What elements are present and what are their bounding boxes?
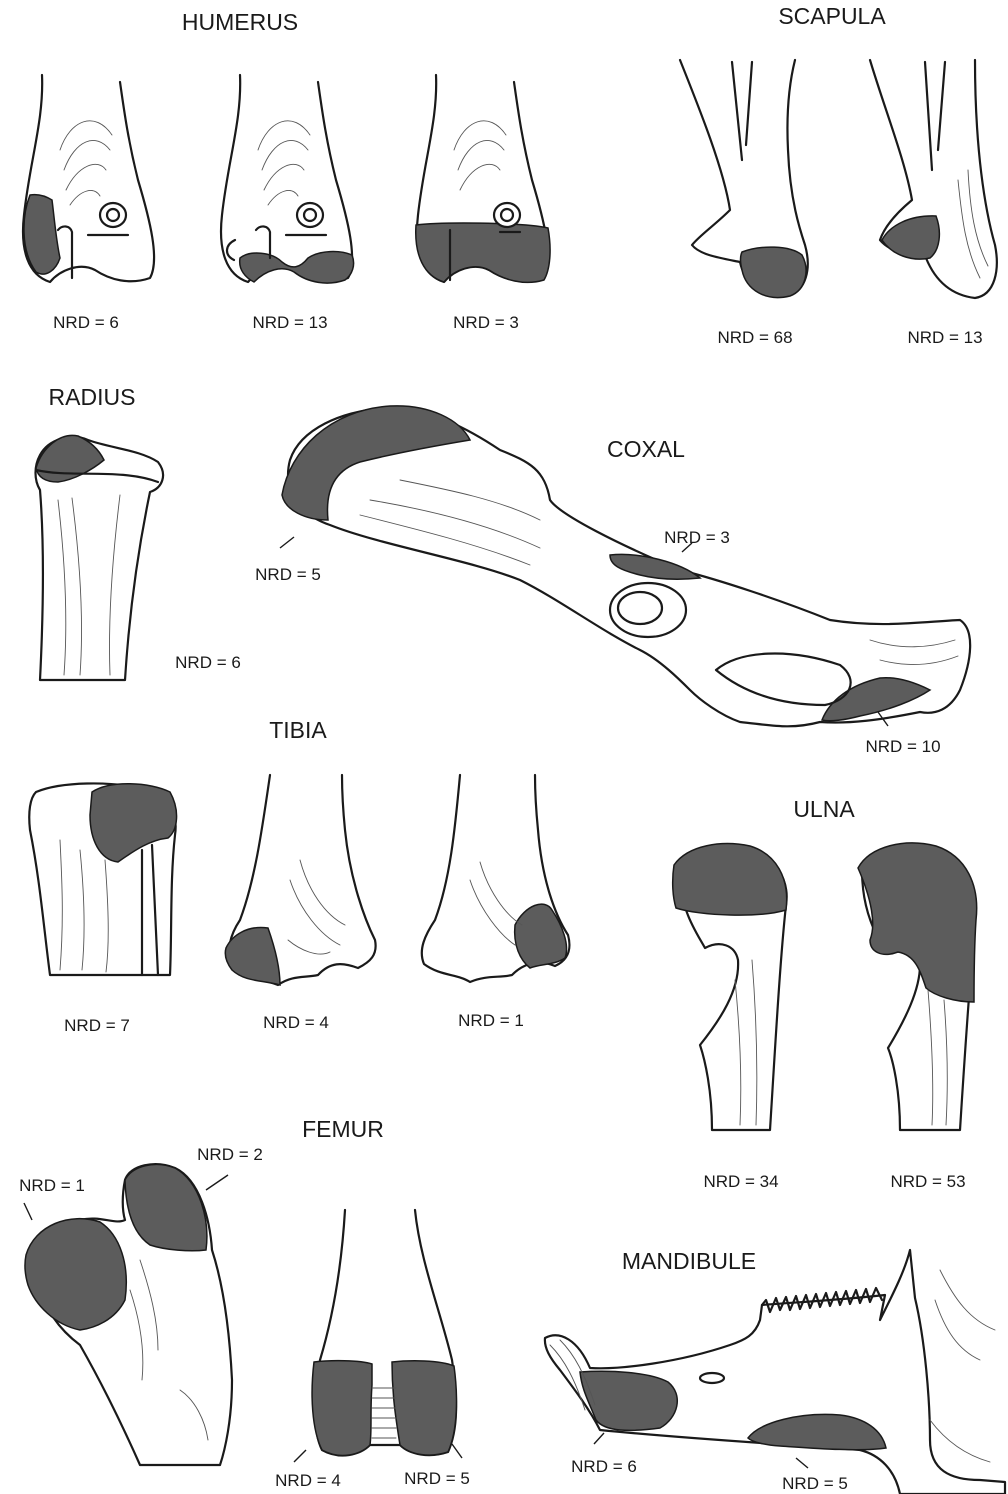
label-tibia-1: NRD = 7	[64, 1016, 130, 1035]
label-tibia-2: NRD = 4	[263, 1013, 329, 1032]
tibia-figure-3	[422, 775, 570, 982]
label-coxal-3: NRD = 10	[865, 737, 940, 756]
humerus-figure-2	[221, 75, 354, 283]
title-tibia: TIBIA	[269, 717, 327, 743]
femur-figure-2	[312, 1210, 456, 1455]
humerus-figure-3	[416, 75, 550, 282]
label-humerus-2: NRD = 13	[252, 313, 327, 332]
title-ulna: ULNA	[793, 796, 855, 822]
label-femur-3: NRD = 4	[275, 1471, 341, 1490]
leader-femur-4	[452, 1444, 462, 1458]
scapula-figure-1	[680, 60, 808, 298]
title-coxal: COXAL	[607, 436, 685, 462]
label-femur-2: NRD = 2	[197, 1145, 263, 1164]
leader-femur-3	[294, 1450, 306, 1462]
title-femur: FEMUR	[302, 1116, 384, 1142]
ulna-figure-2	[858, 843, 977, 1130]
label-scapula-1: NRD = 68	[717, 328, 792, 347]
label-coxal-1: NRD = 5	[255, 565, 321, 584]
radius-figure	[36, 435, 164, 680]
leader-mandibule-2	[796, 1458, 808, 1468]
label-mandibule-2: NRD = 5	[782, 1474, 848, 1493]
title-humerus: HUMERUS	[182, 9, 298, 35]
title-radius: RADIUS	[49, 384, 136, 410]
title-mandibule: MANDIBULE	[622, 1248, 756, 1274]
leader-femur-2	[206, 1175, 228, 1190]
ulna-figure-1	[673, 844, 787, 1130]
femur-figure-1	[25, 1164, 232, 1465]
tibia-figure-2	[225, 775, 375, 985]
label-femur-4: NRD = 5	[404, 1469, 470, 1488]
humerus-figure-1	[23, 75, 154, 282]
leader-femur-1	[24, 1203, 32, 1220]
label-ulna-2: NRD = 53	[890, 1172, 965, 1191]
label-scapula-2: NRD = 13	[907, 328, 982, 347]
tibia-figure-1	[29, 783, 176, 975]
leader-coxal-1	[280, 537, 294, 548]
leader-mandibule-1	[594, 1433, 604, 1444]
label-radius-1: NRD = 6	[175, 653, 241, 672]
title-scapula: SCAPULA	[778, 3, 886, 29]
label-humerus-3: NRD = 3	[453, 313, 519, 332]
label-mandibule-1: NRD = 6	[571, 1457, 637, 1476]
label-coxal-2: NRD = 3	[664, 528, 730, 547]
label-tibia-3: NRD = 1	[458, 1011, 524, 1030]
label-humerus-1: NRD = 6	[53, 313, 119, 332]
label-ulna-1: NRD = 34	[703, 1172, 778, 1191]
label-femur-1: NRD = 1	[19, 1176, 85, 1195]
scapula-figure-2	[870, 60, 997, 298]
